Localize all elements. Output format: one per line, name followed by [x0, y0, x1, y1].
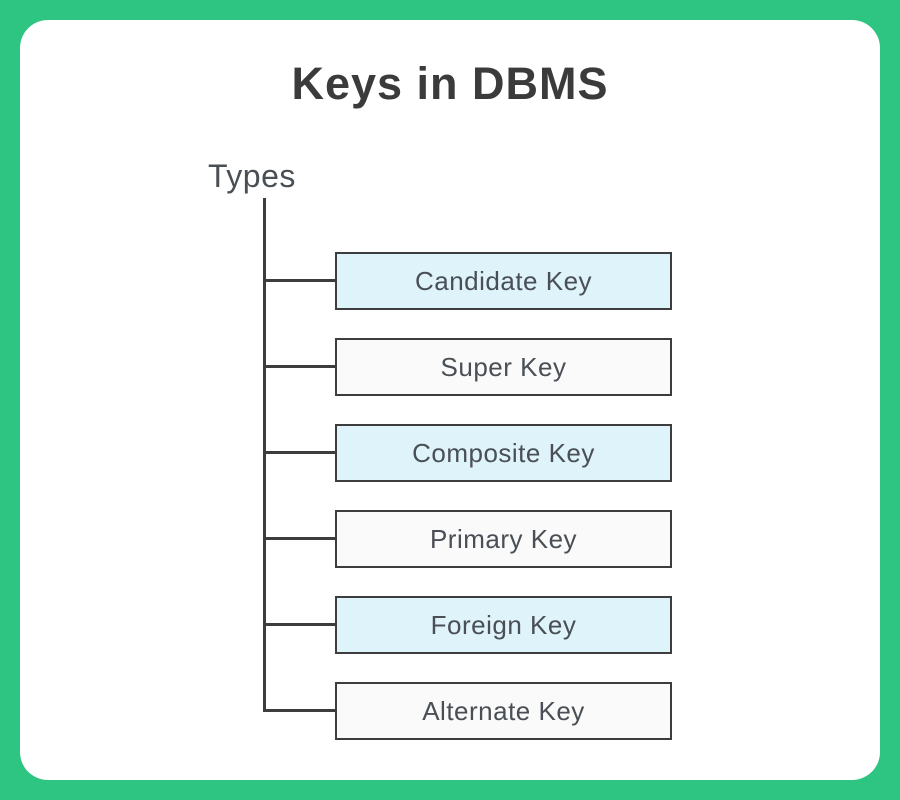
key-type-label: Candidate Key — [414, 265, 593, 296]
key-type-node: Primary Key — [335, 510, 672, 568]
key-type-label: Foreign Key — [430, 609, 577, 640]
diagram-card: Keys in DBMS Types Candidate Key Super K… — [20, 20, 880, 780]
key-type-label: Primary Key — [429, 523, 578, 554]
tree-branch-line — [263, 365, 337, 368]
tree-trunk-line — [263, 198, 266, 712]
key-type-node: Composite Key — [335, 424, 672, 482]
tree-branch-line — [263, 537, 337, 540]
tree-branch-line — [263, 623, 337, 626]
key-type-label: Composite Key — [412, 437, 595, 468]
tree-branch-line — [263, 279, 337, 282]
key-type-node: Foreign Key — [335, 596, 672, 654]
tree-branch-line — [263, 709, 337, 712]
key-type-node: Candidate Key — [335, 252, 672, 310]
page-title: Keys in DBMS — [291, 58, 609, 109]
key-type-node: Alternate Key — [335, 682, 672, 740]
root-label: Types — [208, 158, 296, 194]
key-type-node: Super Key — [335, 338, 672, 396]
key-type-label: Super Key — [440, 351, 567, 382]
tree-branch-line — [263, 451, 337, 454]
key-type-label: Alternate Key — [422, 695, 585, 726]
